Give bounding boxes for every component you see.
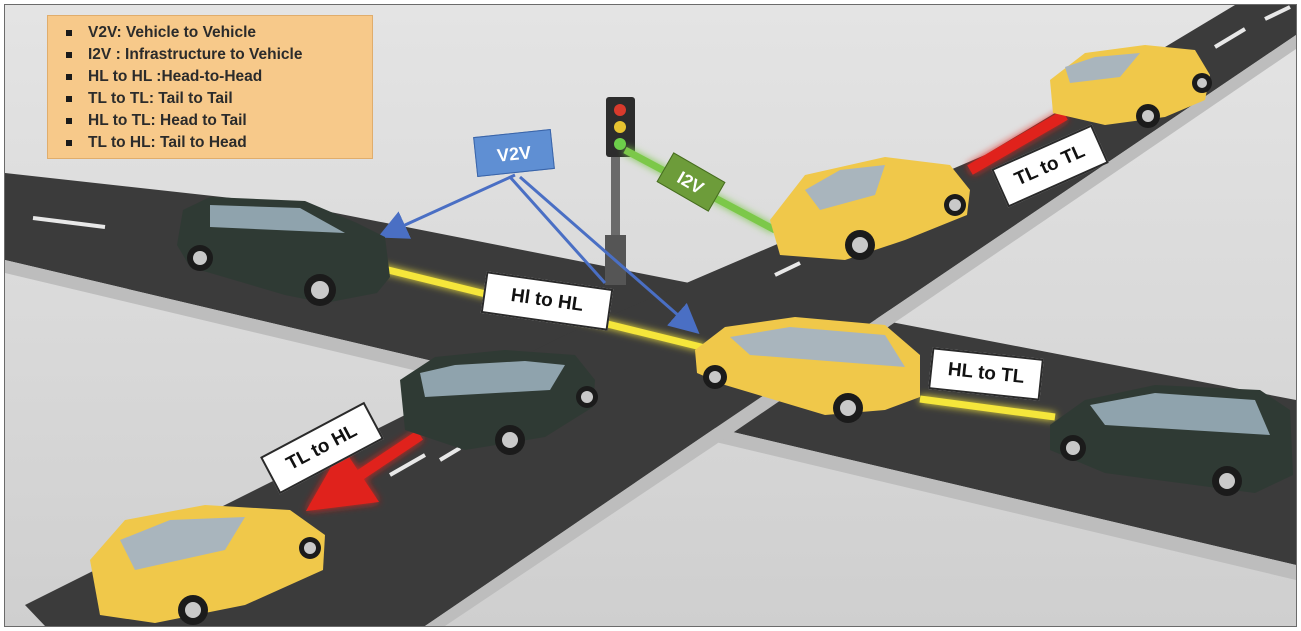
tl-to-hl-link [305, 430, 424, 512]
legend: V2V: Vehicle to Vehicle I2V : Infrastruc… [47, 15, 373, 159]
hl-to-tl-link [919, 395, 1056, 421]
v2v-arrows [377, 173, 700, 334]
dark-car-center-left [400, 350, 598, 455]
bullet-icon [66, 30, 72, 36]
bullet-icon [66, 74, 72, 80]
tl-to-tl-link [967, 110, 1068, 175]
v2v-label: V2V [473, 129, 555, 177]
bullet-icon [66, 118, 72, 124]
legend-item: V2V: Vehicle to Vehicle [64, 22, 372, 44]
bullet-icon [66, 140, 72, 146]
legend-item: TL to TL: Tail to Tail [64, 88, 372, 110]
taxi-center [695, 317, 920, 423]
lane-markings [32, 5, 1291, 477]
legend-item: HL to TL: Head to Tail [64, 110, 372, 132]
legend-item: I2V : Infrastructure to Vehicle [64, 44, 372, 66]
bullet-icon [66, 96, 72, 102]
taxi-middle-right [770, 157, 970, 260]
road-scene [5, 5, 1296, 626]
intersection-diagram: V2V: Vehicle to Vehicle I2V : Infrastruc… [4, 4, 1297, 627]
dark-car-left [177, 197, 390, 306]
bullet-icon [66, 52, 72, 58]
taxi-bottom-left [90, 505, 325, 625]
legend-item: TL to HL: Tail to Head [64, 132, 372, 154]
taxi-top-right [1050, 45, 1212, 128]
dark-car-right [1050, 385, 1293, 496]
legend-item: HL to HL :Head-to-Head [64, 66, 372, 88]
